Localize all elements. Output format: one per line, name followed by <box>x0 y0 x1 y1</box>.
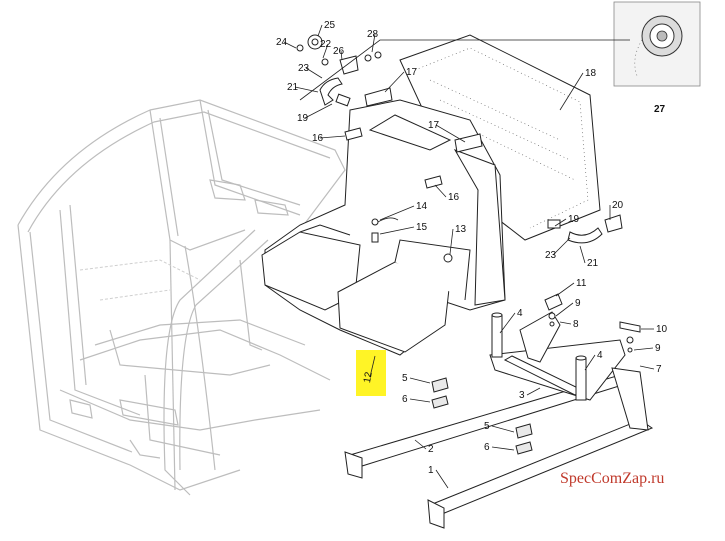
leader-line-c17b <box>435 124 466 143</box>
leader-line-c3 <box>526 387 541 396</box>
callout-label-10: 10 <box>656 324 668 335</box>
callout-label-3: 3 <box>519 390 525 401</box>
callout-label-9: 9 <box>655 343 661 354</box>
leader-line-c9a <box>555 302 574 317</box>
leader-line-c6b <box>491 446 515 451</box>
leader-line-c26 <box>340 50 343 61</box>
post-left <box>491 314 503 358</box>
leader-line-c28 <box>371 33 376 53</box>
leader-line-c5a <box>409 377 431 384</box>
leader-line-c13 <box>449 228 454 255</box>
leader-line-c14 <box>379 205 415 221</box>
callout-label-17: 17 <box>406 67 418 78</box>
callout-label-21: 21 <box>587 258 599 269</box>
leader-line-c24 <box>283 41 297 49</box>
callout-label-23: 23 <box>545 250 557 261</box>
leader-line-c16b <box>434 184 447 198</box>
callout-label-4: 4 <box>517 308 523 319</box>
callout-label-14: 14 <box>416 201 428 212</box>
leader-line-c6a <box>409 398 431 403</box>
leader-line-c22 <box>322 43 329 59</box>
callout-label-15: 15 <box>416 222 428 233</box>
posts <box>491 312 587 401</box>
callout-label-13: 13 <box>455 224 467 235</box>
leader-line-c23b <box>552 237 571 256</box>
leader-line-c19b <box>554 218 567 227</box>
callout-label-22: 22 <box>320 39 332 50</box>
leader-line-c23a <box>305 67 323 79</box>
callout-label-6: 6 <box>402 394 408 405</box>
leader-line-c12 <box>369 355 376 378</box>
frame-rails <box>344 311 654 529</box>
leader-line-c7 <box>639 365 655 370</box>
callout-label-20: 20 <box>612 200 624 211</box>
leader-line-c2 <box>414 439 427 450</box>
callout-label-16: 16 <box>312 133 324 144</box>
leader-line-c1 <box>435 469 449 489</box>
leader-line-c4b <box>584 354 596 371</box>
leader-line-c15 <box>379 226 415 235</box>
callout-label-4: 4 <box>597 350 603 361</box>
callout-label-17: 17 <box>428 120 440 131</box>
callout-label-8: 8 <box>573 319 579 330</box>
watermark: SpecComZap.ru <box>560 470 665 487</box>
small-parts <box>296 34 641 455</box>
callout-label-19: 19 <box>568 214 580 225</box>
callout-label-5: 5 <box>402 373 408 384</box>
callout-label-11: 11 <box>576 278 587 289</box>
callout-label-25: 25 <box>324 20 336 31</box>
callout-label-21: 21 <box>287 82 299 93</box>
callout-label-19: 19 <box>297 113 309 124</box>
callout-label-27: 27 <box>654 104 666 115</box>
leader-line-c5b <box>491 425 515 433</box>
leader-line-c21a <box>294 86 319 93</box>
leader-line-c16a <box>319 135 346 139</box>
leader-line-c4a <box>499 312 516 334</box>
callout-label-28: 28 <box>367 29 379 40</box>
leader-line-c25 <box>317 24 323 37</box>
callout-label-12: 12 <box>362 371 375 384</box>
leader-line-c8 <box>559 321 572 325</box>
part-callouts: 1234455667899101112131415161617171819192… <box>276 20 668 489</box>
post-right <box>575 357 587 401</box>
callout-label-6: 6 <box>484 442 490 453</box>
tank-body <box>261 99 506 356</box>
cab-frame <box>17 99 346 496</box>
leader-line-c18 <box>559 72 584 111</box>
leader-line-c9b <box>633 347 654 351</box>
callout-label-2: 2 <box>428 444 434 455</box>
callout-label-9: 9 <box>575 298 581 309</box>
callout-label-26: 26 <box>333 46 345 57</box>
leader-line-c17a <box>384 71 405 93</box>
callout-label-23: 23 <box>298 63 310 74</box>
callout-label-1: 1 <box>428 465 434 476</box>
callout-label-16: 16 <box>448 192 460 203</box>
leader-line-c21b <box>579 245 586 264</box>
inset-filler-cap <box>299 1 701 101</box>
leader-line-c11 <box>555 282 575 297</box>
callout-label-5: 5 <box>484 421 490 432</box>
callout-label-18: 18 <box>585 68 597 79</box>
callout-label-7: 7 <box>656 364 662 375</box>
leader-line-c19a <box>304 103 333 119</box>
callout-label-24: 24 <box>276 37 288 48</box>
